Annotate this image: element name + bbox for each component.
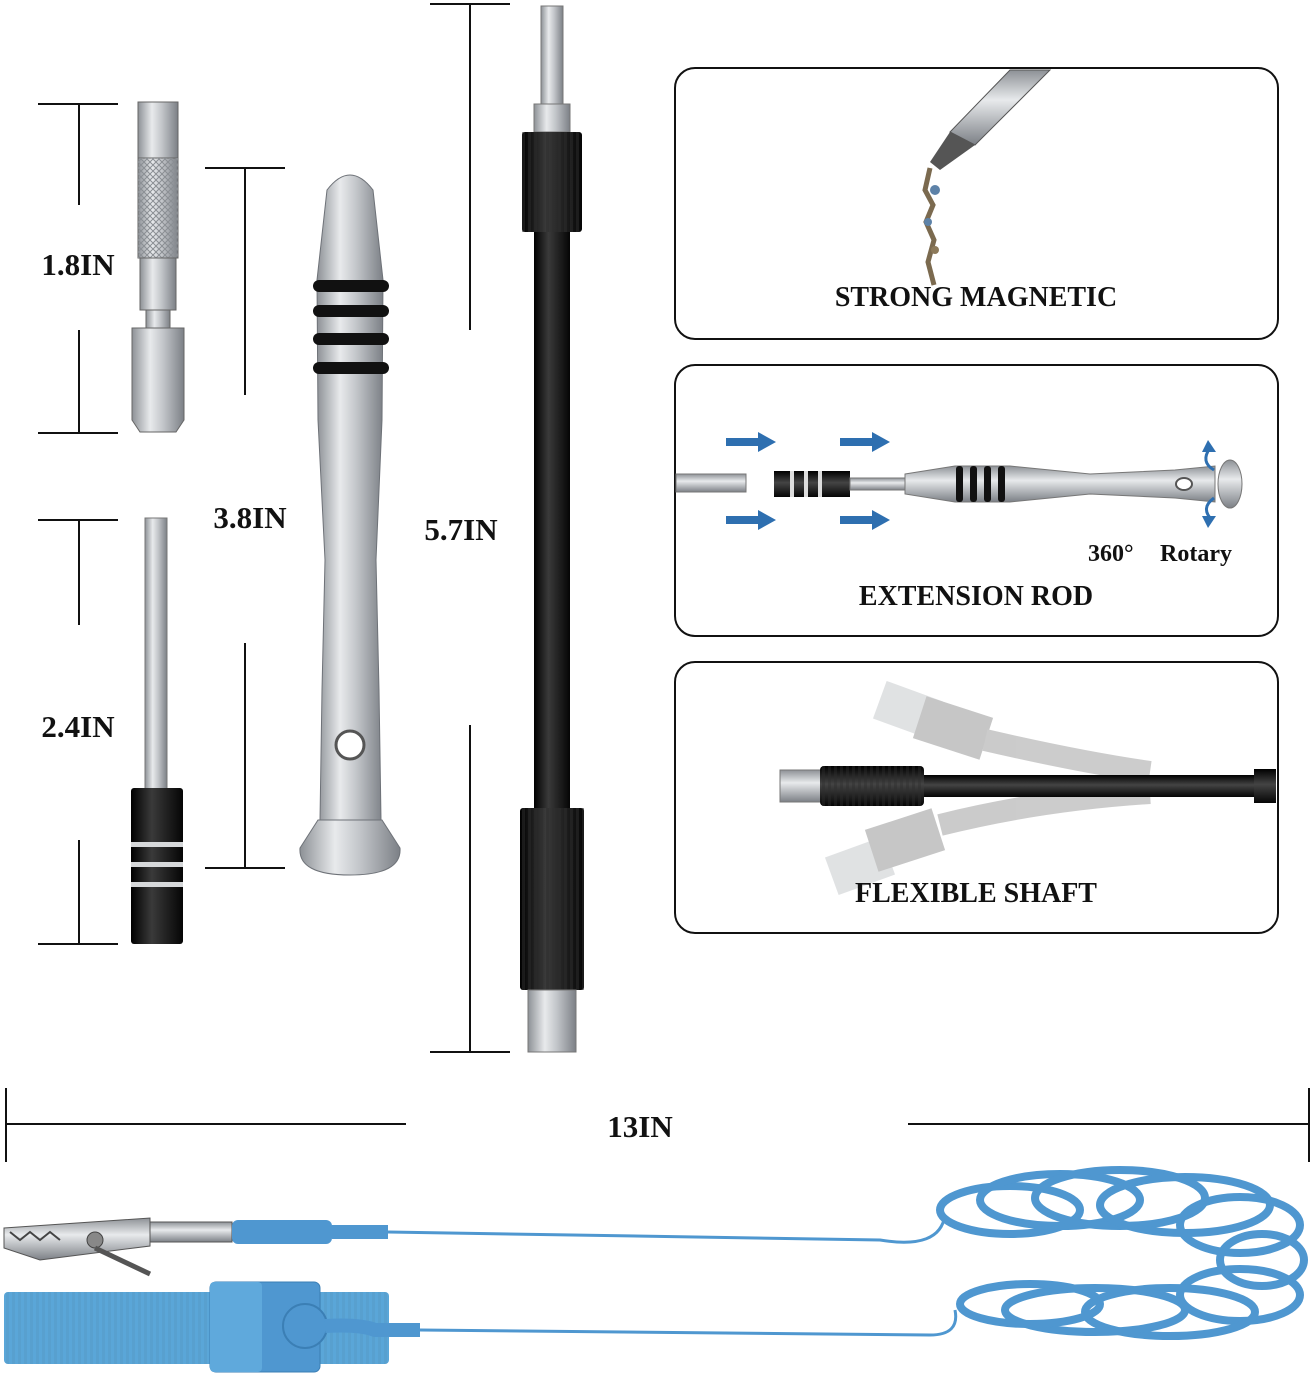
alligator-clip: [3, 1217, 233, 1277]
screwdriver-handle: [205, 167, 401, 876]
rotary-word-label: Rotary: [1160, 541, 1232, 567]
handle-length-label: 3.8IN: [213, 500, 286, 535]
wrist-strap-dimension: [5, 1088, 1310, 1162]
wrist-strap-length-label: 13IN: [607, 1109, 672, 1144]
extension-rod-title: EXTENSION ROD: [859, 581, 1093, 612]
extension-bit: [38, 517, 183, 945]
hex-bit: [38, 101, 185, 434]
direction-arrows-icon: [726, 432, 890, 530]
anti-static-wrist-strap: [3, 1166, 1308, 1373]
clip-connector: [232, 1220, 332, 1244]
wrist-band: [4, 1281, 420, 1373]
panel-extension-rod: 360° Rotary EXTENSION ROD: [674, 364, 1279, 637]
panel-strong-magnetic: STRONG MAGNETIC: [674, 67, 1279, 340]
coiled-cord: [936, 1166, 1308, 1340]
flexible-shaft-ghost-top: [872, 680, 1152, 783]
extension-rod-assembly: [675, 459, 1243, 509]
rotary-degrees-label: 360°: [1088, 541, 1134, 567]
magnetic-screwdriver-tip: [922, 69, 1052, 286]
panel-flexible-shaft: FLEXIBLE SHAFT: [674, 661, 1279, 934]
strong-magnetic-title: STRONG MAGNETIC: [835, 282, 1117, 313]
extension-bit-length-label: 2.4IN: [41, 709, 114, 744]
flex-shaft-length-label: 5.7IN: [424, 512, 497, 547]
rotate-icon: [1202, 440, 1216, 528]
flexible-shaft-straight: [779, 766, 1276, 806]
upper-cord: [387, 1214, 947, 1244]
bit-length-label: 1.8IN: [41, 247, 114, 282]
flexible-shaft-title: FLEXIBLE SHAFT: [855, 878, 1097, 909]
flexible-shaft-tool: [430, 3, 584, 1053]
lower-cord: [419, 1309, 958, 1337]
